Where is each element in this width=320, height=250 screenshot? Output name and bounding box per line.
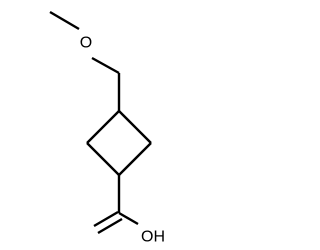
bond-carboxyl-hydroxyl xyxy=(118,211,139,226)
bond-carbonyl-double-a xyxy=(93,210,119,228)
ring-bond-bottom-right xyxy=(118,142,152,176)
bond-carbonyl-double-b xyxy=(97,217,123,235)
ring-bond-left-bottom xyxy=(86,142,120,176)
ring-bond-right-top xyxy=(118,110,152,144)
bond-methyl-oxygen xyxy=(49,10,80,31)
molecule-structure: O OH xyxy=(49,10,165,246)
methoxy-oxygen-label: O xyxy=(80,35,92,52)
ring-bond-top-left xyxy=(86,110,120,144)
bond-oxygen-methylene xyxy=(91,56,120,75)
hydroxyl-label: OH xyxy=(141,229,165,246)
